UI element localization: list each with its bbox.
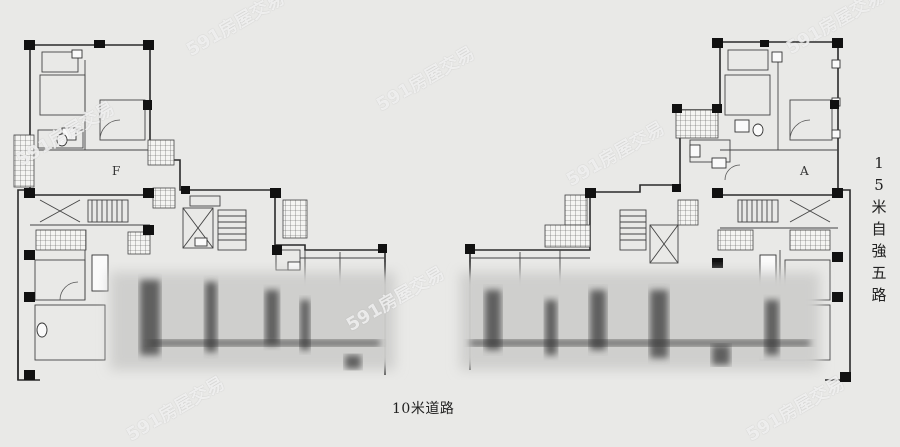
- road-label-right: 15米自強五路: [871, 154, 887, 304]
- unit-label-right: A: [800, 164, 809, 178]
- road-label-bottom: 10米道路: [392, 401, 455, 417]
- blurred-region: [110, 272, 820, 370]
- unit-label-left: F: [112, 164, 121, 178]
- left-wing: [13, 40, 387, 381]
- right-wing: [465, 38, 851, 382]
- floor-plan-drawing: [13, 38, 851, 382]
